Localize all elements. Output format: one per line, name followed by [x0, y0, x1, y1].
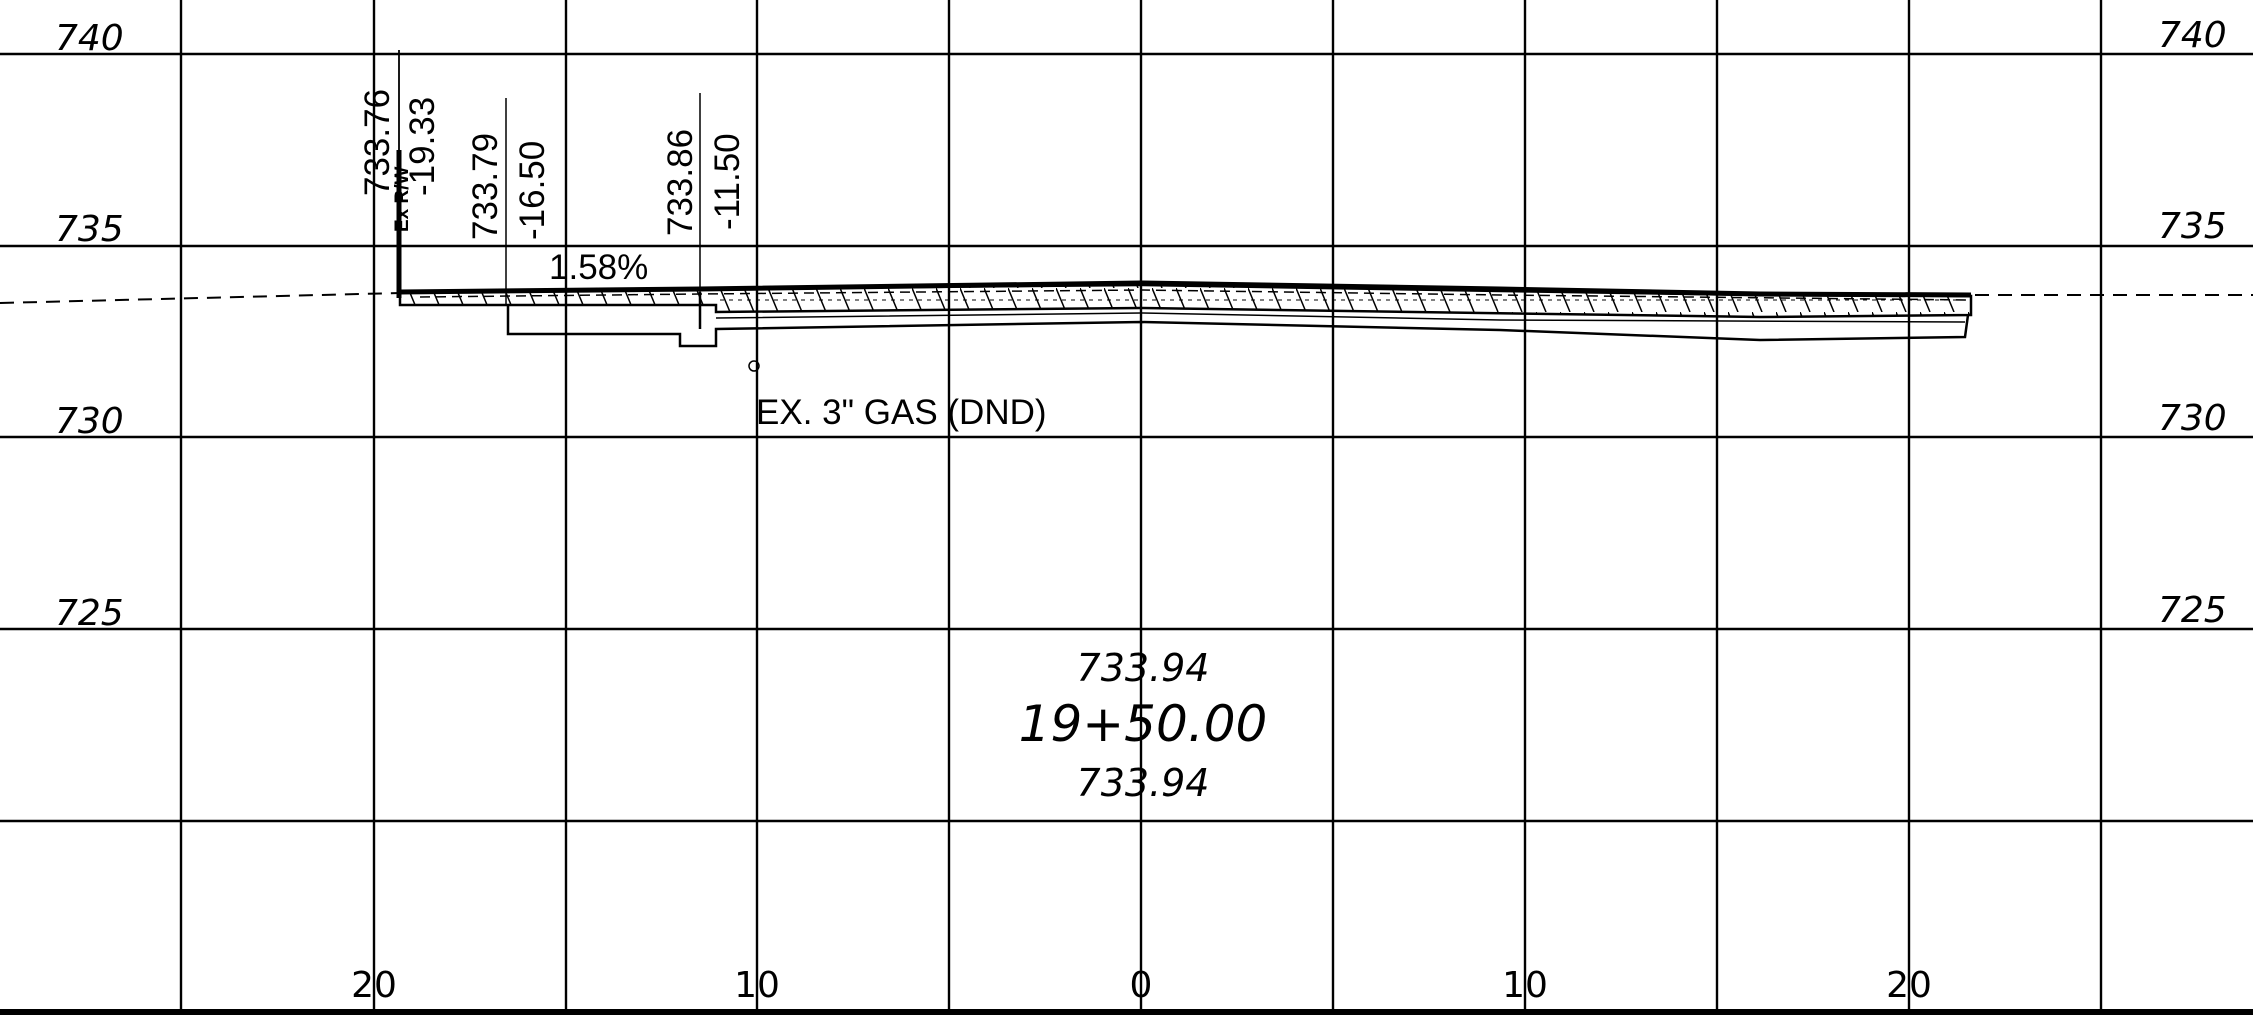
elev-label-735-left: 735 — [55, 209, 124, 250]
offset-label-left-10: 10 — [734, 965, 780, 1006]
callout-row-point: 733.76 -19.33 — [358, 89, 442, 196]
callout-row-offset: -19.33 — [403, 97, 442, 196]
elev-label-740-right: 740 — [2158, 15, 2227, 56]
grid-horizontal-lines — [0, 52, 2253, 1015]
gas-utility-label: EX. 3" GAS (DND) — [756, 393, 1047, 432]
offset-label-left-20: 20 — [351, 965, 397, 1006]
gas-line-marker — [748, 360, 760, 372]
callout-point-c: 733.86 -11.50 — [661, 93, 747, 292]
elevation-labels-right: 740 735 730 725 — [2158, 15, 2227, 631]
callout-row-elevation: 733.76 — [358, 89, 397, 196]
elev-label-730-right: 730 — [2158, 398, 2227, 439]
existing-ground-line — [0, 292, 2253, 304]
row-marker: Ex R/W — [392, 50, 413, 298]
offset-labels: 20 10 0 10 20 — [351, 965, 1932, 1006]
elev-label-740-left: 740 — [55, 18, 124, 59]
callout-b-elevation: 733.79 — [466, 133, 505, 240]
slope-label: 1.58% — [549, 248, 648, 287]
elev-label-735-right: 735 — [2158, 206, 2227, 247]
station-top-elevation: 733.94 — [1077, 646, 1210, 690]
offset-label-center-0: 0 — [1130, 965, 1153, 1006]
elev-label-725-right: 725 — [2158, 590, 2227, 631]
row-label: Ex R/W — [392, 166, 413, 232]
station-number: 19+50.00 — [1019, 695, 1268, 753]
callout-b-offset: -16.50 — [513, 141, 552, 240]
callout-c-elevation: 733.86 — [661, 129, 700, 236]
station-block: 733.94 19+50.00 733.94 — [1019, 646, 1268, 805]
offset-label-right-20: 20 — [1886, 965, 1932, 1006]
pavement-section — [398, 280, 1973, 348]
elev-label-725-left: 725 — [55, 593, 124, 634]
callout-point-b: 733.79 -16.50 — [466, 98, 552, 305]
station-bottom-elevation: 733.94 — [1077, 761, 1210, 805]
elevation-labels-left: 740 735 730 725 — [55, 18, 124, 634]
callout-c-offset: -11.50 — [708, 133, 747, 230]
elev-label-730-left: 730 — [55, 401, 124, 442]
offset-label-right-10: 10 — [1502, 965, 1548, 1006]
grid-vertical-lines — [179, 0, 2103, 1015]
